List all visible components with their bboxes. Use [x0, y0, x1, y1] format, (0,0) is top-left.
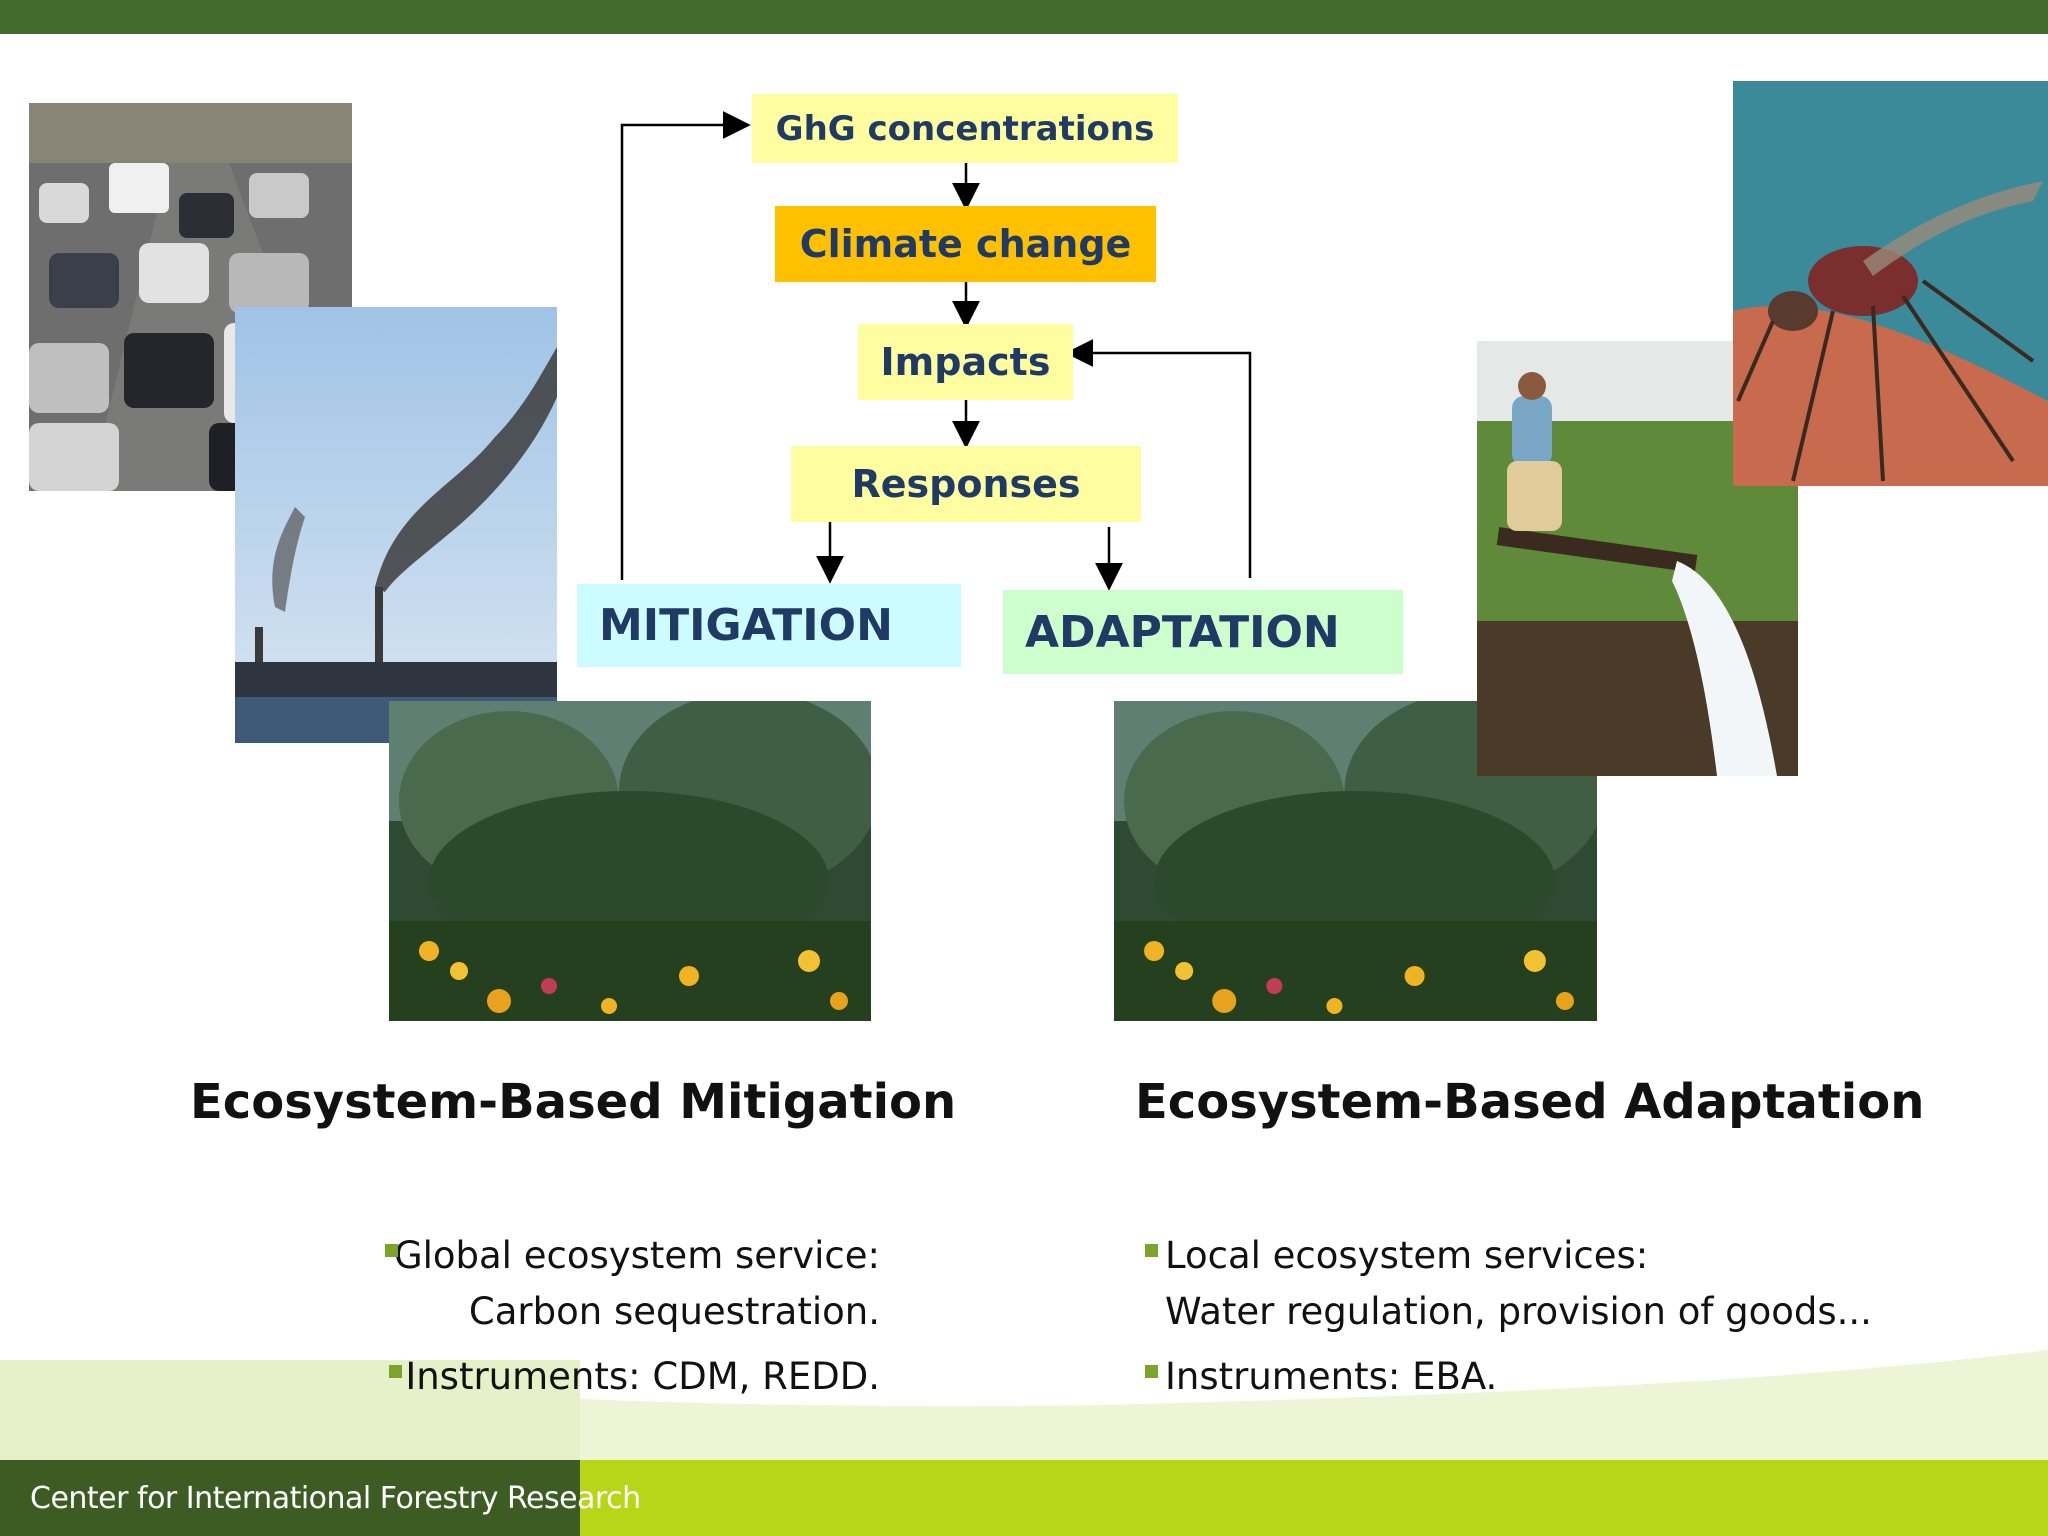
adaptation-bullet-1-cont: Water regulation, provision of goods... [1143, 1284, 1903, 1340]
top-bar [0, 0, 2048, 34]
adaptation-bullets: Local ecosystem services: Water regulati… [1143, 1228, 1903, 1405]
mitigation-bullet-1-line2: Carbon sequestration. [468, 1289, 880, 1333]
mitigation-bullet-1-cont: Carbon sequestration. [385, 1284, 880, 1340]
arrow-adaptation-to-impacts [1065, 339, 1252, 578]
mitigation-bullet-2-text: Instruments: CDM, REDD. [405, 1355, 880, 1398]
footer-wave [0, 1350, 2048, 1470]
footer-org-panel: Center for International Forestry Resear… [0, 1460, 641, 1536]
arrow-mitigation-to-ghg [620, 111, 751, 580]
ghg-box: GhG concentrations [752, 94, 1178, 163]
mitigation-bullet-1-line1: Global ecosystem service: [393, 1234, 880, 1277]
footer-org-name: Center for International Forestry Resear… [30, 1480, 641, 1516]
bullet-square [389, 1365, 402, 1378]
adaptation-bullet-2: Instruments: EBA. [1143, 1349, 1903, 1405]
mitigation-bullet-2: Instruments: CDM, REDD. [385, 1349, 880, 1405]
flow-connectors [620, 111, 1252, 591]
bullet-square [1145, 1365, 1158, 1378]
bullet-square [1145, 1244, 1158, 1257]
bullet-square [385, 1244, 398, 1257]
adaptation-heading: Ecosystem-Based Adaptation [1135, 1074, 1925, 1130]
mitigation-box: MITIGATION [577, 584, 961, 667]
adaptation-bullet-1-line1: Local ecosystem services: [1165, 1234, 1649, 1277]
mitigation-bullet-1: Global ecosystem service: [385, 1228, 880, 1284]
adaptation-box: ADAPTATION [1003, 590, 1403, 674]
mosquito-photo [1733, 81, 2048, 486]
mitigation-bullets: Global ecosystem service: Carbon sequest… [385, 1228, 880, 1405]
impacts-box: Impacts [858, 324, 1073, 400]
responses-box: Responses [791, 446, 1141, 522]
adaptation-bullet-1-line2: Water regulation, provision of goods... [1165, 1289, 1872, 1333]
adaptation-bullet-2-text: Instruments: EBA. [1165, 1355, 1498, 1398]
climate-change-box: Climate change [775, 206, 1156, 282]
forest-photo-mitigation [389, 701, 871, 1021]
adaptation-bullet-1: Local ecosystem services: [1143, 1228, 1903, 1284]
mitigation-heading: Ecosystem-Based Mitigation [190, 1074, 957, 1130]
